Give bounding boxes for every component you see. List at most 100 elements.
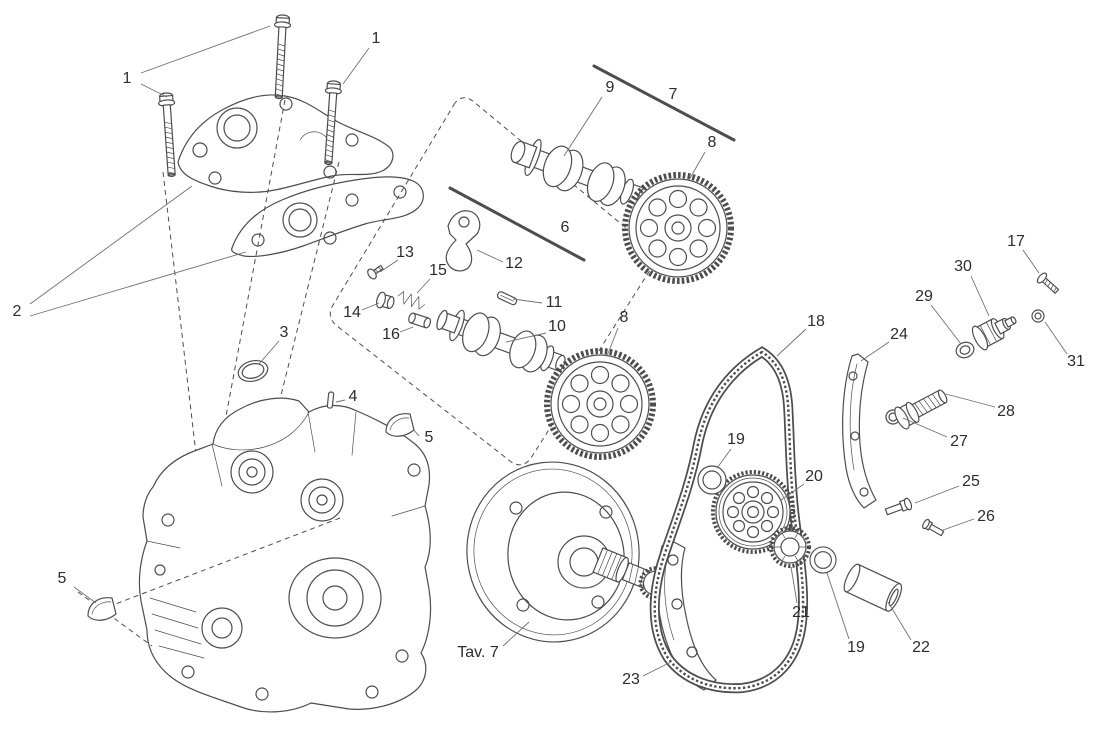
callout-18-20: 18 (807, 313, 825, 330)
group-bracket-6 (448, 186, 586, 262)
crankshaft-drawing (466, 461, 682, 643)
leader-2-2 (29, 251, 247, 317)
camshaft-upper-drawing (510, 138, 648, 207)
washer-drawing (697, 465, 727, 495)
callout-15-17: 15 (429, 262, 447, 279)
camshaft-holder-drawing (177, 94, 424, 258)
leader-23-26 (642, 661, 672, 677)
callout-21-24: 21 (792, 604, 810, 621)
callout-2-2: 2 (13, 303, 22, 320)
blade-screw-drawing (922, 518, 945, 537)
callout-6-7: 6 (561, 219, 570, 236)
callout-27-30: 27 (950, 433, 968, 450)
callout-20-23: 20 (805, 468, 823, 485)
callout-31-34: 31 (1067, 353, 1085, 370)
callout-22-25: 22 (912, 639, 930, 656)
leader-11-13 (512, 298, 543, 304)
valve-cotter-drawing (385, 413, 415, 437)
leader-2-2 (29, 185, 193, 305)
callout-8-10: 8 (620, 309, 629, 326)
leader-28-31 (945, 393, 996, 408)
callout-28-31: 28 (997, 403, 1015, 420)
tensioner-assembly-drawing (885, 272, 1060, 430)
leader-12-14 (476, 249, 504, 263)
callout-5-5: 5 (425, 429, 434, 446)
leader-1-1 (342, 47, 370, 85)
leader-1-0 (140, 83, 168, 98)
leader-27-30 (902, 417, 948, 438)
leader-17-19 (1022, 249, 1040, 274)
cam-sprocket-lower-drawing (547, 351, 653, 457)
head-small-parts-drawing (87, 359, 415, 621)
leader-15-17 (416, 278, 431, 294)
o-ring-drawing (237, 359, 269, 383)
leader-16-18 (399, 326, 414, 333)
leader-1-0 (140, 25, 271, 74)
callout-16-18: 16 (382, 326, 400, 343)
leader-5-5 (412, 428, 420, 437)
callout-13-15: 13 (396, 244, 414, 261)
washer-drawing (809, 546, 837, 574)
callout-7-8: 7 (669, 86, 678, 103)
callout-tav-7-35: Tav. 7 (457, 644, 499, 661)
callout-5-6: 5 (58, 570, 67, 587)
construction-lines-lower (77, 517, 341, 647)
dowel-pin-drawing (326, 391, 335, 409)
leader-14-16 (361, 302, 380, 311)
callout-24-27: 24 (890, 326, 908, 343)
callout-12-14: 12 (505, 255, 523, 272)
callout-11-13: 11 (546, 294, 563, 311)
leader-29-32 (930, 304, 962, 345)
leader-26-29 (942, 518, 975, 531)
leader-5-6 (73, 586, 97, 604)
leader-lines (29, 25, 1068, 677)
leader-18-20 (776, 328, 807, 357)
leader-10-12 (505, 332, 547, 343)
cam-sprocket-upper-drawing (625, 175, 731, 281)
idler-gear-drawing (769, 526, 811, 568)
valve-cotter-drawing (87, 597, 117, 621)
leader-24-27 (860, 341, 890, 362)
blade-bolt-drawing (884, 497, 913, 516)
tensioner-blade-drawing (842, 353, 877, 509)
callout-4-4: 4 (349, 388, 358, 405)
timing-sprocket-drawing (711, 470, 795, 554)
leader-21-24 (790, 566, 798, 604)
callout-9-11: 9 (606, 79, 615, 96)
callout-1-0: 1 (123, 70, 132, 87)
stud-bolt-icon (157, 91, 181, 178)
leader-20-23 (780, 483, 805, 501)
callout-19-21: 19 (727, 431, 745, 448)
group-bracket-7 (592, 64, 736, 142)
leader-tav-7-35 (502, 621, 530, 647)
spacer-bushing-drawing (843, 563, 903, 612)
leader-13-15 (379, 259, 399, 273)
callout-8-9: 8 (708, 134, 717, 151)
leader-3-3 (258, 340, 280, 365)
leader-8-10 (606, 327, 619, 357)
leader-4-4 (335, 399, 346, 403)
leader-22-25 (887, 601, 912, 641)
leader-19-22 (826, 572, 850, 640)
leader-19-21 (716, 448, 732, 469)
callout-23-26: 23 (622, 671, 640, 688)
callout-30-33: 30 (954, 258, 972, 275)
cylinder-head-drawing (138, 397, 432, 713)
callout-25-28: 25 (962, 473, 980, 490)
callout-labels: 1123455678891011121314151617181919202122… (13, 30, 1085, 688)
leader-8-9 (688, 151, 706, 181)
callout-14-16: 14 (343, 304, 361, 321)
leader-9-11 (563, 96, 603, 157)
camshaft-lower-drawing (436, 309, 566, 373)
leader-31-34 (1044, 321, 1068, 355)
callout-29-32: 29 (915, 288, 933, 305)
callout-26-29: 26 (977, 508, 995, 525)
stud-bolt-icon (270, 13, 292, 100)
decompressor-parts-drawing (367, 210, 518, 329)
leader-30-33 (970, 275, 990, 317)
callout-19-22: 19 (847, 639, 865, 656)
callout-17-19: 17 (1007, 233, 1025, 250)
leader-25-28 (914, 485, 960, 504)
